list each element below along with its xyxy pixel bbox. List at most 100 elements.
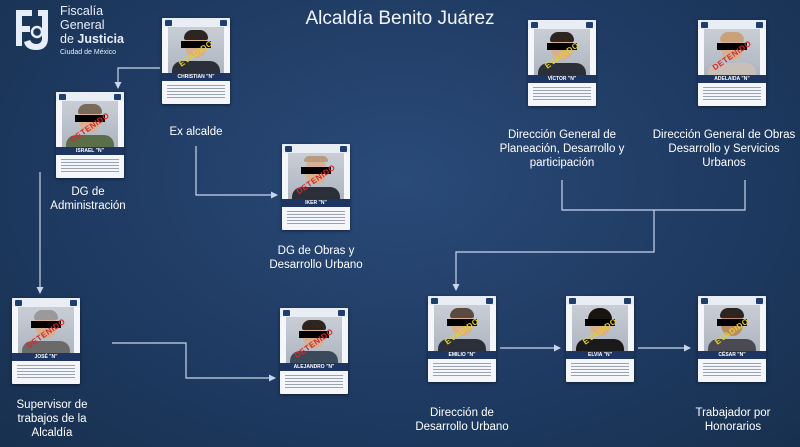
card-text [162, 81, 230, 102]
role-christian: Ex alcalde [169, 126, 223, 138]
badge-icon [756, 22, 763, 28]
line-jose-alejandro [112, 342, 276, 382]
person-name: EMILIO "N" [428, 351, 496, 359]
badge-icon [431, 298, 438, 304]
mugshot-photo: DETENIDO [62, 101, 118, 147]
card-header [428, 296, 496, 305]
line-victor-merge [561, 180, 746, 211]
eye-censor-bar [585, 319, 615, 326]
card-adelaida: DETENIDO ADELAIDA "N" [698, 20, 766, 106]
person-name: ADELAIDA "N" [698, 75, 766, 83]
card-header [698, 296, 766, 305]
card-header [162, 18, 230, 27]
card-text [528, 83, 596, 104]
card-emilio: EVADIDO EMILIO "N" [428, 296, 496, 382]
card-iker: DETENIDO IKER "N" [282, 144, 350, 230]
card-header [12, 298, 80, 307]
mugshot-photo: DETENIDO [18, 307, 74, 353]
role-iker: DG de Obras y Desarrollo Urbano [269, 245, 363, 271]
badge-icon [283, 310, 290, 316]
badge-icon [486, 298, 493, 304]
person-name: CHRISTIAN "N" [162, 73, 230, 81]
mugshot-photo: EVADIDO [434, 305, 490, 351]
card-text [698, 83, 766, 104]
badge-icon [756, 298, 763, 304]
mugshot-photo: DETENIDO [288, 153, 344, 199]
card-text [282, 207, 350, 228]
person-name: VÍCTOR "N" [528, 75, 596, 83]
page-title: Alcaldía Benito Juárez [305, 8, 495, 29]
badge-icon [531, 22, 538, 28]
card-header [282, 144, 350, 153]
logo-line-3b: Justicia [77, 32, 124, 46]
mugshot-photo: EVADIDO [572, 305, 628, 351]
badge-icon [70, 300, 77, 306]
badge-icon [701, 22, 708, 28]
card-christian: EVADIDO CHRISTIAN "N" [162, 18, 230, 104]
card-cesar: EVADIDO CÉSAR "N" [698, 296, 766, 382]
eye-censor-bar [31, 321, 61, 328]
role-israel: DG de Administración [50, 186, 126, 212]
badge-icon [586, 22, 593, 28]
eye-censor-bar [75, 115, 105, 122]
badge-icon [338, 310, 345, 316]
card-header [56, 92, 124, 101]
line-christian-israel [114, 67, 160, 89]
eye-censor-bar [717, 319, 747, 326]
card-israel: DETENIDO ISRAEL "N" [56, 92, 124, 178]
logo-line-4: Ciudad de México [60, 49, 117, 56]
card-text [428, 359, 496, 380]
role-emilio: Dirección de Desarrollo Urbano [415, 407, 509, 433]
card-text [698, 359, 766, 380]
eye-censor-bar [181, 41, 211, 48]
role-jose: Supervisor de trabajos de la Alcaldía [16, 399, 88, 439]
card-header [280, 308, 348, 317]
logo-line-1: Fiscalía [60, 4, 104, 18]
card-text [56, 155, 124, 176]
badge-icon [701, 298, 708, 304]
card-victor: EVADIDO VÍCTOR "N" [528, 20, 596, 106]
fgj-logo: Fiscalía General de Justicia Ciudad de M… [10, 4, 150, 66]
eye-censor-bar [447, 319, 477, 326]
card-jose: DETENIDO JOSÉ "N" [12, 298, 80, 384]
fgj-logo-icon [16, 10, 48, 50]
card-elvia: EVADIDO ELVIA "N" [566, 296, 634, 382]
card-header [698, 20, 766, 29]
mugshot-photo: EVADIDO [704, 305, 760, 351]
role-victor: Dirección General de Planeación, Desarro… [499, 129, 625, 169]
card-text [566, 359, 634, 380]
badge-icon [114, 94, 121, 100]
line-christian-iker [195, 146, 278, 199]
card-text [12, 361, 80, 382]
logo-line-3: de Justicia [60, 32, 124, 46]
badge-icon [285, 146, 292, 152]
logo-line-2: General [60, 18, 105, 32]
mugshot-photo: EVADIDO [534, 29, 590, 75]
mugshot-photo: EVADIDO [168, 27, 224, 73]
role-cesar: Trabajador por Honorarios [695, 407, 771, 433]
person-name: ELVIA "N" [566, 351, 634, 359]
mugshot-photo: DETENIDO [286, 317, 342, 363]
person-name: JOSÉ "N" [12, 353, 80, 361]
logo-text: Fiscalía General de Justicia Ciudad de M… [60, 4, 124, 58]
role-adelaida: Dirección General de Obras Desarrollo y … [652, 129, 796, 169]
card-header [528, 20, 596, 29]
badge-icon [165, 20, 172, 26]
logo-line-3a: de [60, 32, 78, 46]
person-name: ALEJANDRO "N" [280, 363, 348, 371]
badge-icon [15, 300, 22, 306]
card-text [280, 371, 348, 392]
card-alejandro: DETENIDO ALEJANDRO "N" [280, 308, 348, 394]
eye-censor-bar [717, 43, 747, 50]
person-name: CÉSAR "N" [698, 351, 766, 359]
mugshot-photo: DETENIDO [704, 29, 760, 75]
badge-icon [220, 20, 227, 26]
badge-icon [624, 298, 631, 304]
badge-icon [340, 146, 347, 152]
person-name: IKER "N" [282, 199, 350, 207]
eye-censor-bar [547, 43, 577, 50]
eye-censor-bar [299, 331, 329, 338]
line-merge-emilio [452, 210, 655, 291]
badge-icon [59, 94, 66, 100]
